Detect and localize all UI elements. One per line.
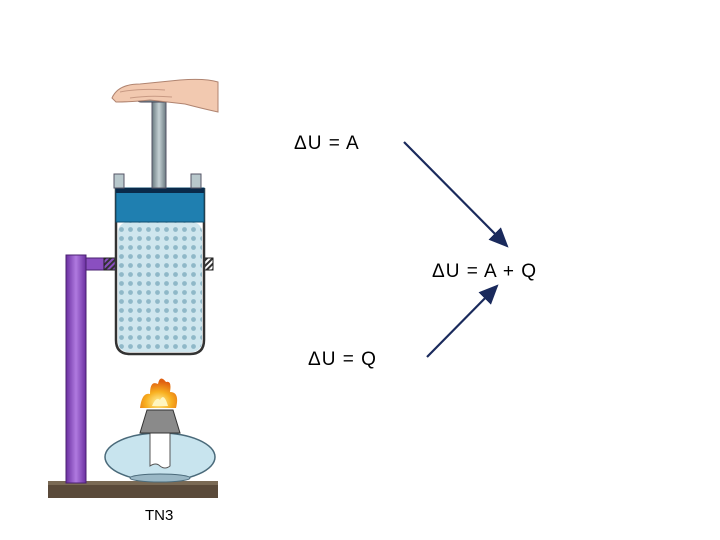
piston: [115, 187, 205, 223]
equation-heat: ΔU = Q: [308, 349, 377, 370]
equation-combined: ΔU = A + Q: [432, 261, 538, 282]
arrow-work-to-combined: [403, 141, 509, 248]
equation-work: ΔU = A: [294, 133, 360, 154]
ground: [48, 481, 218, 498]
stand-rod: [65, 254, 87, 484]
hand-icon: [111, 78, 219, 113]
spirit-lamp: [104, 409, 216, 483]
flame-icon: [140, 378, 178, 408]
arrow-heat-to-combined: [426, 284, 499, 358]
piston-shaft: [151, 97, 167, 189]
figure-caption: TN3: [145, 507, 174, 524]
gas-cylinder: [114, 188, 206, 356]
